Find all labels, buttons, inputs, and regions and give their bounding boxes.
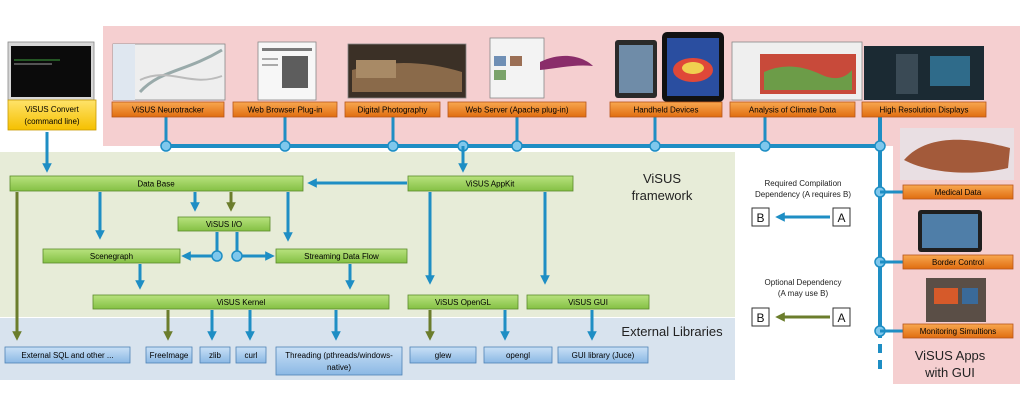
- app-convert-label-1: ViSUS Convert: [25, 105, 79, 114]
- app-neurotracker-label: ViSUS Neurotracker: [132, 106, 204, 115]
- lib-opengl-label: opengl: [506, 351, 530, 360]
- lib-guilib[interactable]: [557, 346, 649, 364]
- legend: Required Compilation Dependency (A requi…: [751, 179, 851, 327]
- app-border[interactable]: [902, 254, 1014, 270]
- thumb-convert: [7, 41, 95, 101]
- lib-curl-label: curl: [245, 351, 258, 360]
- thumb-webserver: [489, 37, 593, 99]
- app-browser-label: Web Browser Plug-in: [248, 106, 323, 115]
- bus-nodes: [160, 140, 886, 337]
- box-database[interactable]: [9, 175, 304, 192]
- legend-optional-2: (A may use B): [778, 289, 829, 298]
- box-io[interactable]: [177, 216, 271, 232]
- legend-optional-a: A: [837, 311, 845, 325]
- box-opengl-label: ViSUS OpenGL: [435, 298, 491, 307]
- legend-required-2: Dependency (A requires B): [755, 190, 851, 199]
- optional-arrows: [12, 192, 435, 341]
- lib-glew-label: glew: [435, 351, 452, 360]
- box-database-label: Data Base: [137, 180, 175, 189]
- app-convert-label-2: (command line): [24, 117, 79, 126]
- box-appkit-label: ViSUS AppKit: [466, 180, 516, 189]
- thumb-browser: [257, 41, 317, 101]
- app-displays[interactable]: [861, 101, 987, 118]
- legend-required-b: B: [756, 211, 764, 225]
- thumb-handheld: [615, 32, 724, 102]
- apps-region-title-2: with GUI: [924, 365, 975, 380]
- app-climate-label: Analysis of Climate Data: [749, 106, 837, 115]
- app-webserver[interactable]: [447, 101, 587, 118]
- framework-arrows: [95, 178, 597, 341]
- app-webserver-label: Web Server (Apache plug-in): [465, 106, 568, 115]
- app-monitoring[interactable]: [902, 323, 1014, 339]
- lib-sql[interactable]: [4, 346, 131, 364]
- lib-threading-label-1: Threading (pthreads/windows-: [285, 351, 393, 360]
- lib-curl[interactable]: [235, 346, 267, 364]
- app-border-label: Border Control: [932, 258, 984, 267]
- box-appkit[interactable]: [407, 175, 574, 192]
- app-medical-label: Medical Data: [935, 188, 982, 197]
- lib-zlib-label: zlib: [209, 351, 222, 360]
- legend-required-1: Required Compilation: [765, 179, 842, 188]
- lib-zlib[interactable]: [199, 346, 231, 364]
- app-photography[interactable]: [344, 101, 441, 118]
- app-neurotracker[interactable]: [111, 101, 225, 118]
- app-medical[interactable]: [902, 184, 1014, 200]
- thumb-border: [918, 210, 982, 252]
- lib-threading-label-2: native): [327, 363, 351, 372]
- box-streaming[interactable]: [275, 248, 408, 264]
- box-scenegraph[interactable]: [42, 248, 181, 264]
- thumb-monitoring: [926, 278, 986, 322]
- app-handheld-label: Handheld Devices: [634, 106, 699, 115]
- thumb-photography: [347, 43, 467, 99]
- app-convert[interactable]: [7, 99, 97, 131]
- thumb-climate: [731, 41, 863, 101]
- thumb-medical: [900, 128, 1014, 180]
- box-streaming-label: Streaming Data Flow: [304, 252, 379, 261]
- thumb-displays: [864, 46, 984, 100]
- app-displays-label: High Resolution Displays: [880, 106, 969, 115]
- framework-title-2: framework: [632, 188, 693, 203]
- legend-optional-b: B: [756, 311, 764, 325]
- box-io-label: ViSUS I/O: [206, 220, 242, 229]
- app-monitoring-label: Monitoring Simultions: [920, 327, 996, 336]
- box-kernel-label: ViSUS Kernel: [217, 298, 266, 307]
- app-photography-label: Digital Photography: [358, 106, 428, 115]
- app-handheld[interactable]: [609, 101, 723, 118]
- lib-freeimage-label: FreeImage: [150, 351, 189, 360]
- lib-opengl[interactable]: [483, 346, 553, 364]
- external-title: External Libraries: [621, 324, 723, 339]
- lib-guilib-label: GUI library (Juce): [572, 351, 635, 360]
- box-kernel[interactable]: [92, 294, 390, 310]
- box-scenegraph-label: Scenegraph: [90, 252, 133, 261]
- lib-threading[interactable]: [275, 346, 403, 376]
- lib-glew[interactable]: [409, 346, 477, 364]
- app-climate[interactable]: [729, 101, 856, 118]
- box-gui[interactable]: [526, 294, 650, 310]
- thumb-neurotracker: [112, 43, 226, 101]
- app-browser[interactable]: [232, 101, 338, 118]
- box-gui-label: ViSUS GUI: [568, 298, 608, 307]
- framework-title-1: ViSUS: [643, 171, 681, 186]
- legend-required-a: A: [837, 211, 845, 225]
- apps-region-title-1: ViSUS Apps: [915, 348, 986, 363]
- lib-sql-label: External SQL and other ...: [21, 351, 113, 360]
- box-opengl[interactable]: [407, 294, 519, 310]
- legend-optional-1: Optional Dependency: [765, 278, 842, 287]
- lib-freeimage[interactable]: [145, 346, 193, 364]
